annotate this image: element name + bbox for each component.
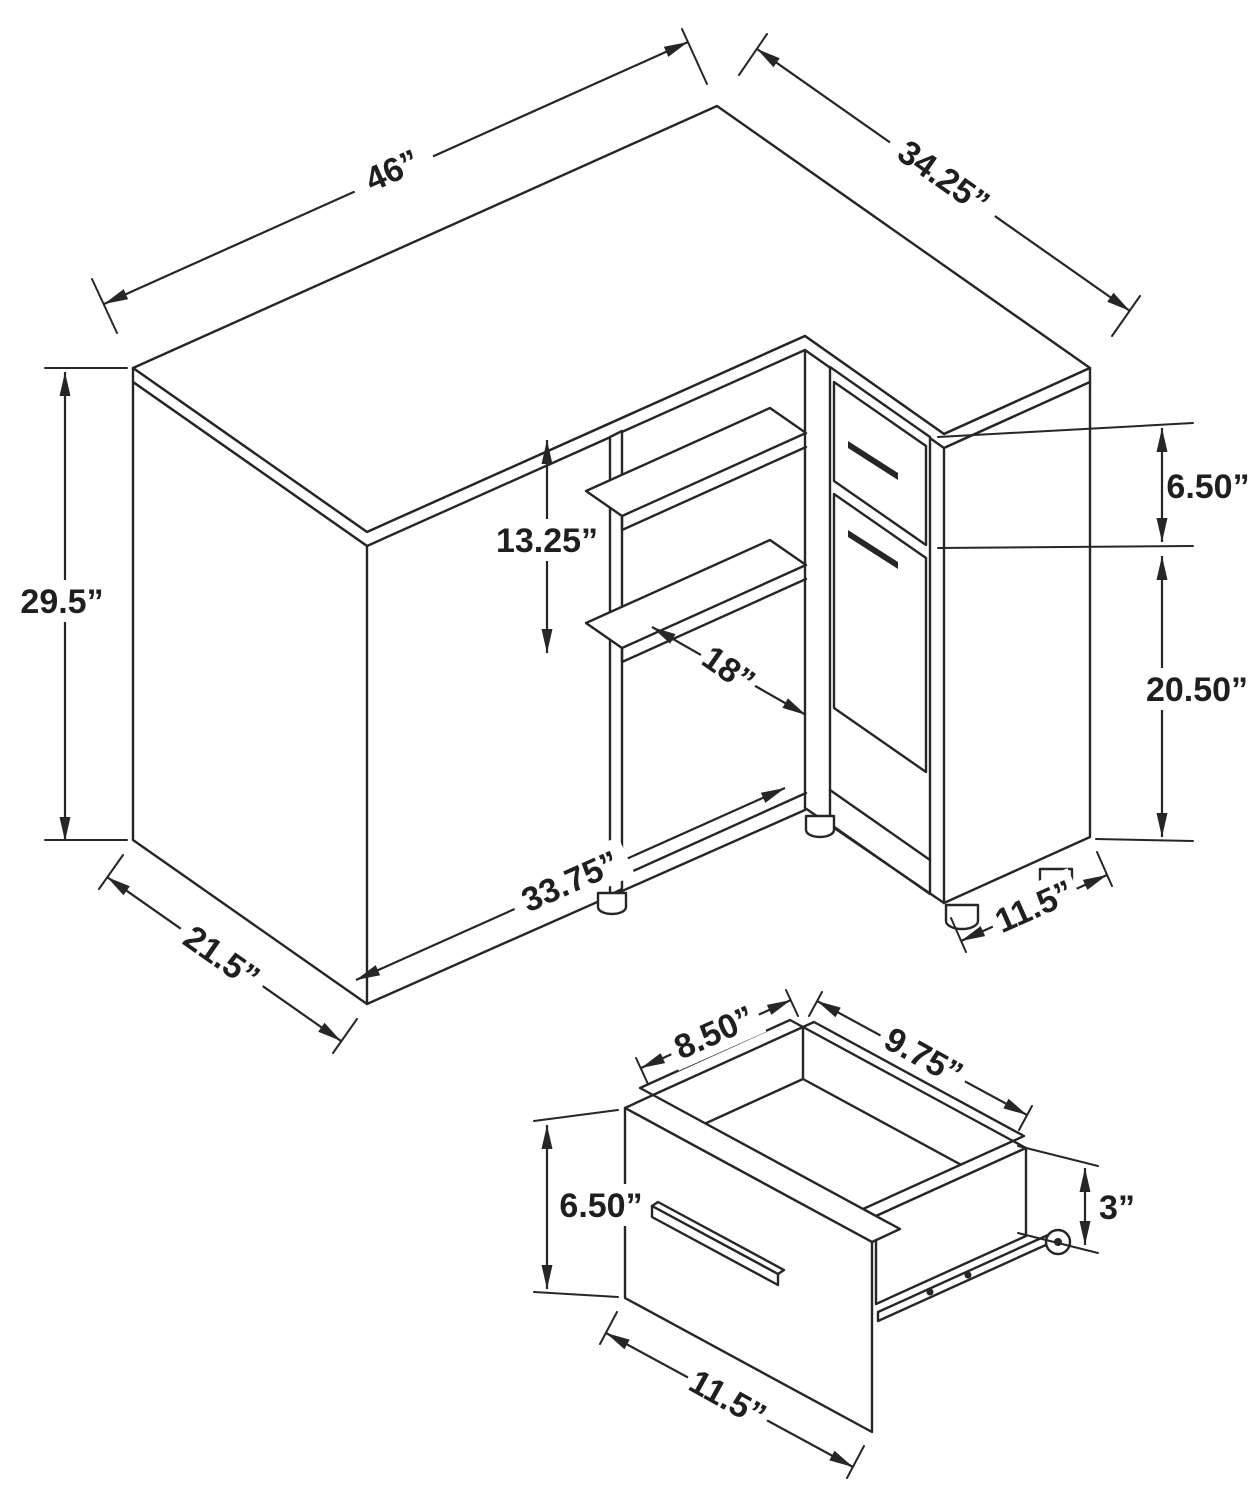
dimension-label: 18” — [691, 634, 767, 704]
dimension-label: 46” — [344, 133, 440, 207]
dim-drawer-front-height: 6.50” — [533, 1109, 649, 1298]
upper-shelf-edge — [620, 445, 808, 532]
label-background — [691, 634, 767, 704]
drawer-handle[interactable] — [650, 1204, 780, 1287]
rail-screw — [926, 1288, 934, 1296]
label-background — [344, 133, 440, 207]
dim-label-shelf-opening-height: 13.25” — [496, 522, 598, 560]
extension-lines — [599, 1311, 865, 1479]
label-background — [661, 993, 767, 1071]
cabinet-drawer-handle[interactable] — [848, 441, 898, 480]
desk-foot — [596, 891, 628, 916]
extension-lines — [635, 989, 799, 1085]
drawer-slide-rail — [876, 1233, 1050, 1323]
dimension-label: 6.50” — [553, 1184, 649, 1226]
extension-lines — [738, 33, 1141, 337]
extension-lines — [91, 28, 708, 334]
extension-lines — [808, 991, 1033, 1131]
extension-lines — [1095, 838, 1194, 842]
dim-label-shelf-depth: 18” — [695, 639, 762, 702]
extension-lines — [950, 851, 1113, 953]
dim-drawer-front-height: 6.50” — [937, 422, 1252, 549]
middle-shelf-top — [584, 538, 808, 650]
dimension-label: 20.50” — [1134, 668, 1252, 710]
label-background — [1134, 668, 1252, 710]
label-background — [486, 519, 608, 561]
dim-drawer-side-height: 3” — [1017, 1145, 1140, 1254]
cabinet-front-face — [942, 380, 1092, 905]
dimension-label: 13.25” — [486, 519, 608, 561]
cabinet-base-top-edge — [828, 788, 932, 862]
dimension-label: 29.5” — [8, 580, 116, 622]
rail-screw — [964, 1271, 972, 1279]
dim-desk-depth: 21.5” — [98, 854, 358, 1054]
drawer-drawing — [623, 1018, 1072, 1434]
dim-cabinet-opening-height: 20.50” — [1095, 556, 1252, 842]
extension-lines — [44, 367, 128, 841]
dim-label-side-height: 3” — [1099, 1189, 1135, 1227]
dim-desk-overall-height: 29.5” — [8, 367, 128, 841]
dim-shelf-opening-height: 13.25” — [486, 440, 608, 653]
label-background — [504, 836, 636, 926]
label-background — [168, 911, 276, 1003]
dim-desk-top-length: 46” — [91, 28, 708, 334]
extension-lines — [1017, 1145, 1099, 1254]
label-background — [983, 868, 1085, 944]
dim-shelf-depth: 18” — [651, 626, 807, 716]
dim-label-front-width: 11.5” — [683, 1363, 773, 1436]
upper-shelf-top — [584, 406, 808, 518]
extension-lines — [98, 854, 358, 1054]
dim-label-cabinet-opening-height: 20.50” — [1146, 671, 1248, 709]
cabinet-door-handle[interactable] — [848, 530, 898, 569]
cabinet-door[interactable] — [832, 492, 928, 774]
dimension-label: 3” — [1094, 1186, 1140, 1228]
extension-lines — [937, 422, 1194, 549]
bottom-board-edge — [620, 791, 808, 878]
label-background — [678, 1357, 778, 1439]
dimension-label: 34.25” — [879, 123, 1009, 231]
dim-drawer-inner-depth: 9.75” — [808, 991, 1033, 1131]
desk-bottom-front-edge — [365, 808, 807, 1006]
label-background — [8, 580, 116, 622]
desk-foot — [804, 814, 836, 839]
label-background — [879, 123, 1009, 231]
dim-label-front-height: 6.50” — [559, 1187, 642, 1225]
dim-front-width: 33.75” — [355, 786, 786, 982]
label-background — [1094, 1186, 1140, 1228]
dimension-label: 6.50” — [1164, 465, 1252, 507]
label-background — [1164, 465, 1252, 507]
label-background — [871, 1014, 977, 1098]
desk-foot — [944, 903, 980, 931]
dim-label-drawer-front-height: 6.50” — [1166, 468, 1249, 506]
dim-label-overall-height: 29.5” — [20, 583, 103, 621]
extension-lines — [533, 1109, 619, 1298]
label-background — [553, 1184, 649, 1226]
